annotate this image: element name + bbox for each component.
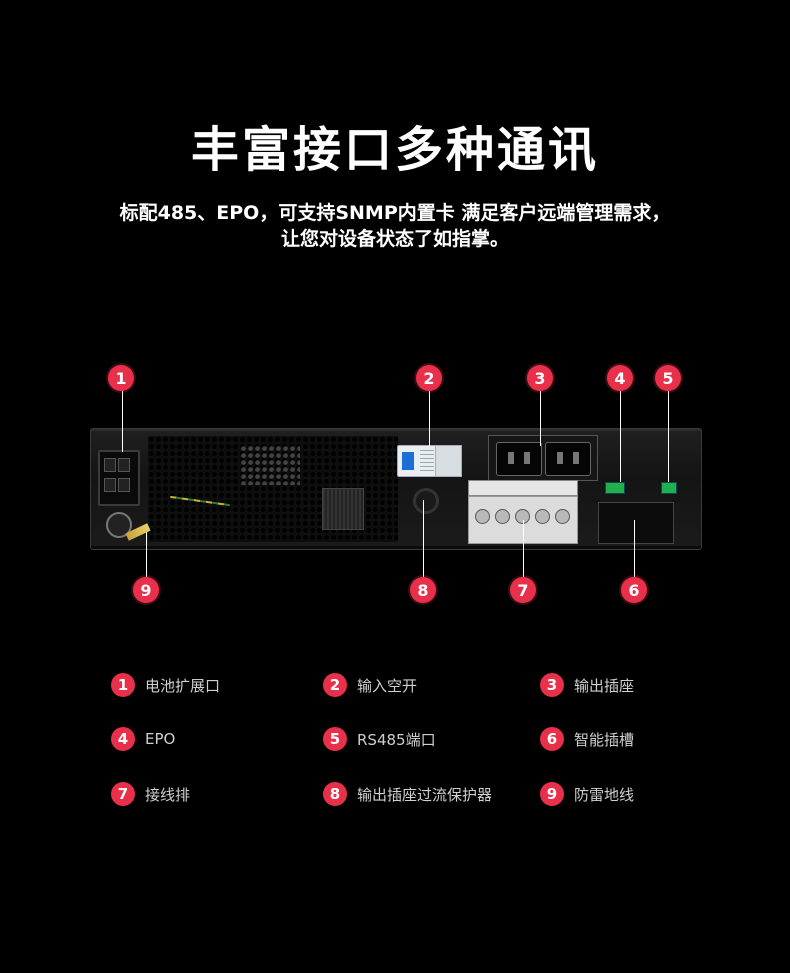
ground-screw: [106, 512, 132, 538]
breaker-side-label: [435, 445, 462, 477]
callout-badge-4: 4: [607, 365, 633, 391]
legend-item-input-breaker: 2 输入空开: [323, 673, 417, 697]
output-socket: [545, 442, 591, 476]
legend-label: 防雷地线: [574, 785, 635, 804]
subtitle-line-2: 让您对设备状态了如指掌。: [280, 228, 509, 250]
legend-number: 4: [111, 727, 135, 751]
legend-item-battery-expansion-port: 1 电池扩展口: [111, 673, 220, 697]
leader-line-6: [634, 520, 635, 577]
leader-line-7: [523, 520, 524, 577]
callout-badge-8: 8: [410, 577, 436, 603]
leader-line-5: [668, 390, 669, 482]
output-socket: [496, 442, 542, 476]
breaker-label: [420, 450, 434, 472]
vent-grille-highlight: [240, 445, 300, 485]
rs485-connector: [661, 482, 677, 494]
intelligent-slot: [598, 502, 674, 544]
legend-number: 7: [111, 782, 135, 806]
terminal-screw: [495, 509, 510, 524]
leader-line-4: [620, 390, 621, 482]
callout-badge-7: 7: [510, 577, 536, 603]
legend-number: 8: [323, 782, 347, 806]
callout-badge-6: 6: [621, 577, 647, 603]
legend-number: 1: [111, 673, 135, 697]
legend-item-terminal-block: 7 接线排: [111, 782, 190, 806]
legend-item-lightning-ground: 9 防雷地线: [540, 782, 634, 806]
legend-label: 接线排: [145, 785, 191, 804]
battery-expansion-port: [98, 450, 140, 506]
battery-port-pin: [104, 458, 116, 472]
legend-item-intelligent-slot: 6 智能插槽: [540, 727, 634, 751]
terminal-block-label: [468, 480, 578, 496]
battery-port-pin: [104, 478, 116, 492]
callout-badge-9: 9: [133, 577, 159, 603]
legend-label: 智能插槽: [574, 730, 635, 749]
leader-line-9: [146, 532, 147, 577]
legend-number: 2: [323, 673, 347, 697]
legend-label: RS485端口: [357, 730, 436, 749]
callout-badge-2: 2: [416, 365, 442, 391]
legend-label: 输出插座过流保护器: [357, 785, 493, 804]
legend-label: 输入空开: [357, 676, 418, 695]
legend-number: 6: [540, 727, 564, 751]
legend-item-overcurrent-protector: 8 输出插座过流保护器: [323, 782, 492, 806]
legend-number: 5: [323, 727, 347, 751]
legend-item-rs485-port: 5 RS485端口: [323, 727, 436, 751]
leader-line-1: [122, 390, 123, 452]
overcurrent-protector: [413, 488, 439, 514]
leader-line-8: [423, 500, 424, 577]
legend-number: 3: [540, 673, 564, 697]
leader-line-3: [540, 390, 541, 446]
legend-label: EPO: [145, 730, 176, 748]
page-title: 丰富接口多种通讯: [190, 122, 599, 178]
legend-label: 电池扩展口: [145, 676, 221, 695]
callout-badge-1: 1: [108, 365, 134, 391]
subtitle-line-1: 标配485、EPO，可支持SNMP内置卡 满足客户远端管理需求，: [119, 202, 671, 224]
callout-badge-5: 5: [655, 365, 681, 391]
epo-connector: [605, 482, 625, 494]
input-breaker: [397, 445, 437, 477]
leader-line-2: [429, 390, 430, 446]
legend-item-output-socket: 3 输出插座: [540, 673, 634, 697]
callout-badge-3: 3: [527, 365, 553, 391]
battery-port-pin: [118, 458, 130, 472]
legend-item-epo: 4 EPO: [111, 727, 175, 751]
terminal-screw: [475, 509, 490, 524]
legend-label: 输出插座: [574, 676, 635, 695]
terminal-screw: [555, 509, 570, 524]
terminal-screw: [515, 509, 530, 524]
breaker-toggle: [402, 452, 414, 470]
legend-number: 9: [540, 782, 564, 806]
battery-port-pin: [118, 478, 130, 492]
terminal-screw: [535, 509, 550, 524]
fan-cover: [322, 488, 364, 530]
